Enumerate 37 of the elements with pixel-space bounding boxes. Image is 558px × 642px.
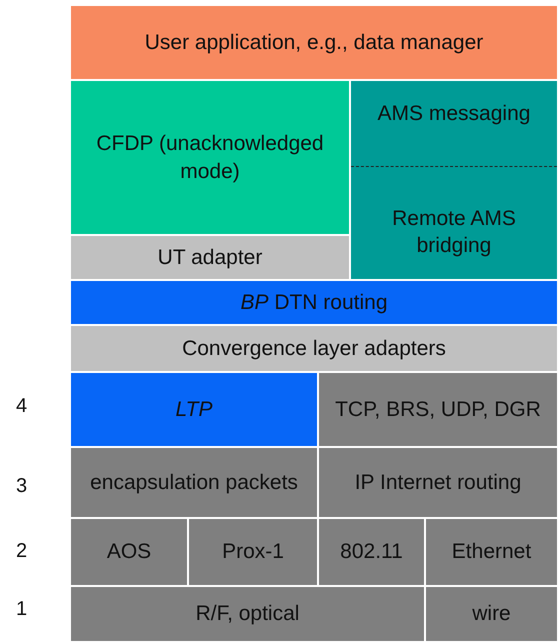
layer-name: BP DTN routing: [239, 290, 389, 316]
layer-name: Prox-1: [221, 539, 285, 566]
layer-name: IP Internet routing: [354, 470, 522, 496]
link-layer-block: [188, 518, 318, 586]
layer-number: 2: [16, 540, 28, 563]
protocol-layer-block: [350, 80, 558, 280]
physical-layer-block: [425, 586, 558, 642]
layer-name: Ethernet: [450, 539, 532, 566]
layer-name: AOS: [106, 539, 152, 566]
network-layer-block: [70, 447, 318, 518]
layer-number: 3: [16, 475, 28, 498]
layer-name: wire: [471, 601, 512, 628]
physical-layer-block: [70, 586, 425, 642]
layer-name: User application, e.g., data manager: [144, 30, 484, 56]
link-layer-block: [70, 518, 188, 586]
layer-name: R/F, optical: [194, 601, 300, 628]
network-layer-block: [318, 447, 558, 518]
layer-name: LTP: [174, 396, 214, 423]
layer-name: CFDP (unacknowledged mode): [95, 131, 325, 184]
link-layer-block: [425, 518, 558, 586]
layer-name: Remote AMS bridging: [391, 206, 517, 260]
layer-name: Convergence layer adapters: [181, 336, 447, 362]
layer-number: 1: [16, 598, 28, 621]
adapter-layer-block: [70, 235, 350, 280]
layer-name: AMS messaging: [376, 101, 532, 128]
layer-name: TCP, BRS, UDP, DGR: [334, 396, 542, 423]
layer-name: UT adapter: [156, 244, 264, 271]
layer-number: 4: [16, 395, 28, 418]
layer-name: 802.11: [339, 539, 404, 566]
link-layer-block: [318, 518, 425, 586]
protocol-layer-block: [70, 80, 350, 235]
layer-name: encapsulation packets: [89, 470, 299, 496]
routing-layer-block: [70, 280, 558, 325]
adapter-layer-block: [70, 325, 558, 372]
application-layer-block: [70, 5, 558, 80]
transport-layer-block: [70, 372, 318, 447]
transport-layer-block: [318, 372, 558, 447]
